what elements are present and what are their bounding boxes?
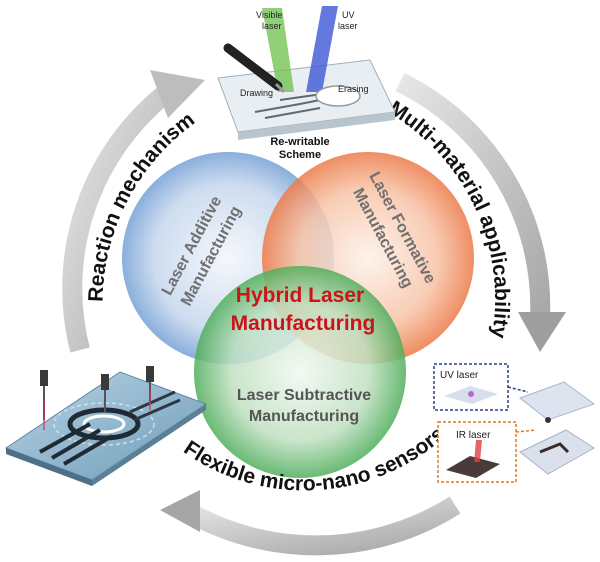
- ir-sheet: [519, 429, 595, 475]
- ir-laser-inset-label: IR laser: [456, 430, 491, 441]
- probe-icon: [40, 370, 48, 430]
- cycle-arrow-icon: [395, 73, 551, 319]
- scheme-caption-line2: Scheme: [279, 149, 321, 161]
- probe-icon: [146, 366, 154, 410]
- electrode-traces: [39, 422, 114, 466]
- center-title-line2: Manufacturing: [231, 312, 376, 335]
- cycle-arrow-icon: [179, 496, 461, 556]
- eraser: [315, 85, 361, 107]
- label-subtractive-line1: Laser Subtractive: [237, 387, 371, 404]
- scheme-caption-line1: Re-writable: [270, 136, 329, 148]
- drawing-label: Drawing: [240, 88, 273, 98]
- visible-laser-label-line2: laser: [262, 21, 282, 31]
- venn-diagram: [122, 152, 474, 478]
- cycle-arrow-icon: [150, 70, 205, 118]
- uv-laser-inset-label: UV laser: [440, 370, 479, 381]
- drawing-pen: [223, 43, 283, 91]
- cycle-arrow-icon: [160, 490, 200, 532]
- cycle-arrow-icon: [62, 82, 177, 353]
- circle-subtractive: [194, 266, 406, 478]
- center-title-line1: Hybrid Laser: [236, 284, 364, 307]
- label-subtractive-line2: Manufacturing: [249, 408, 359, 425]
- laser-beam-icon: [306, 6, 338, 92]
- rewritable-scheme-illustration: Visible laser UV laser Drawing Erasing R…: [217, 6, 396, 161]
- multi-material-panel: UV laser IR laser: [433, 363, 596, 483]
- cycle-arrow-icon: [518, 312, 566, 352]
- uv-laser-label-line1: UV: [342, 10, 355, 20]
- sensor-chip-icon: [4, 366, 208, 486]
- visible-laser-label-line1: Visible: [256, 10, 282, 20]
- laser-beam-icon: [262, 8, 294, 92]
- erasing-label: Erasing: [338, 84, 369, 94]
- uv-laser-label-line2: laser: [338, 21, 358, 31]
- probe-icon: [101, 374, 109, 412]
- cycle-arrows: [62, 70, 566, 556]
- uv-sheet: [518, 381, 596, 421]
